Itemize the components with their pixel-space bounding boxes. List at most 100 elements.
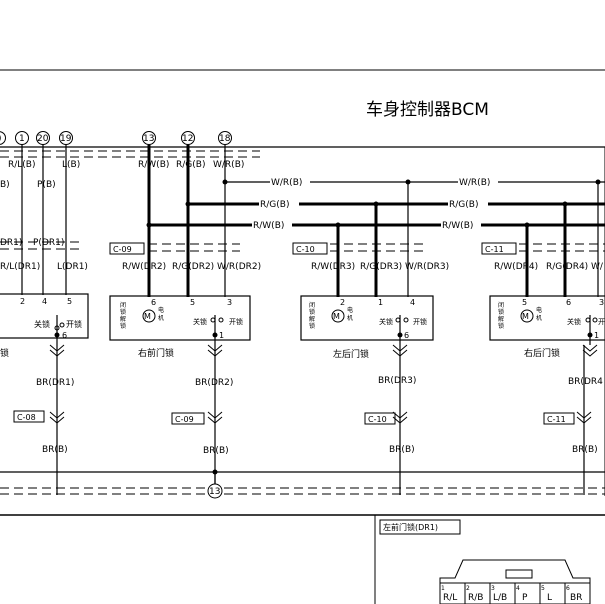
svg-text:开锁: 开锁 bbox=[598, 317, 605, 326]
svg-text:电: 电 bbox=[347, 306, 353, 314]
svg-text:1: 1 bbox=[19, 134, 25, 144]
svg-text:锁: 锁 bbox=[498, 322, 504, 330]
dr1-wire-label-0: R/L(DR1) bbox=[0, 262, 40, 272]
dr1-ground-wire: BR(B) bbox=[42, 445, 68, 455]
wire-label-rw-b: R/W(B) bbox=[138, 160, 169, 170]
svg-text:6: 6 bbox=[62, 331, 67, 340]
svg-text:13: 13 bbox=[143, 134, 154, 144]
svg-text:1: 1 bbox=[441, 585, 445, 592]
svg-text:闭: 闭 bbox=[120, 301, 126, 309]
dr2-connector: C-09 bbox=[113, 245, 132, 254]
svg-text:锁: 锁 bbox=[498, 308, 504, 316]
svg-text:19: 19 bbox=[60, 134, 72, 144]
svg-text:4: 4 bbox=[42, 297, 47, 306]
svg-text:4: 4 bbox=[410, 298, 415, 307]
bcm-pin-partial: ) bbox=[0, 131, 6, 145]
door-lock-unit-3: C-10 R/W(DR3) R/G(DR3) W/R(DR3) 2 1 4 M … bbox=[292, 240, 449, 495]
svg-text:解: 解 bbox=[309, 315, 315, 323]
svg-text:1: 1 bbox=[594, 331, 599, 340]
dr1-wire-label-1: L(DR1) bbox=[57, 262, 88, 272]
svg-text:锁: 锁 bbox=[309, 322, 315, 330]
connector-view-title: 左前门锁(DR1) bbox=[383, 522, 438, 532]
svg-text:闭: 闭 bbox=[309, 301, 315, 309]
dr2-wire-label-0: R/W(DR2) bbox=[122, 262, 166, 272]
svg-text:机: 机 bbox=[158, 314, 164, 322]
svg-text:关锁: 关锁 bbox=[379, 317, 393, 326]
dr1-ground-label: BR(DR1) bbox=[36, 378, 74, 388]
svg-text:4: 4 bbox=[516, 585, 520, 592]
svg-text:5: 5 bbox=[541, 585, 545, 592]
dr3-connector: C-10 bbox=[296, 245, 315, 254]
svg-text:M: M bbox=[333, 312, 340, 321]
svg-text:20: 20 bbox=[37, 134, 49, 144]
svg-text:锁: 锁 bbox=[120, 308, 126, 316]
door-lock-unit-1: DR1) P(DR1) R/L(DR1) L(DR1) 2 4 5 关锁 开锁 … bbox=[0, 230, 89, 495]
dr2-name: 右前门锁 bbox=[138, 347, 174, 359]
svg-text:锁: 锁 bbox=[309, 308, 315, 316]
dr2-ground-wire: BR(B) bbox=[203, 446, 229, 456]
svg-text:2: 2 bbox=[340, 298, 345, 307]
svg-text:5: 5 bbox=[190, 298, 195, 307]
dr3-wire-label-2: W/R(DR3) bbox=[405, 262, 449, 272]
wire-label-p-b: P(B) bbox=[37, 180, 56, 190]
svg-text:6: 6 bbox=[566, 585, 570, 592]
svg-text:机: 机 bbox=[536, 314, 542, 322]
dr1-ground-connector: C-08 bbox=[17, 413, 36, 422]
svg-text:): ) bbox=[0, 134, 2, 144]
dr2-ground-connector: C-09 bbox=[175, 415, 194, 424]
svg-text:开锁: 开锁 bbox=[413, 317, 427, 326]
dr4-wire-label-0: R/W(DR4) bbox=[494, 262, 538, 272]
svg-text:3: 3 bbox=[227, 298, 232, 307]
svg-text:5: 5 bbox=[67, 297, 72, 306]
svg-text:5: 5 bbox=[522, 298, 527, 307]
dr4-ground-connector: C-11 bbox=[547, 415, 566, 424]
dr2-wire-label-2: W/R(DR2) bbox=[217, 262, 261, 272]
svg-text:12: 12 bbox=[182, 134, 193, 144]
bcm-pin-18: 18 bbox=[218, 131, 232, 145]
svg-text:R/L: R/L bbox=[443, 593, 457, 603]
bus-label-rw-1: R/W(B) bbox=[253, 221, 284, 231]
ground-pin-13: 13 bbox=[207, 483, 223, 499]
bcm-pin-20: 20 bbox=[36, 131, 50, 145]
dr3-wire-label-1: R/G(DR3) bbox=[360, 262, 402, 272]
svg-text:2: 2 bbox=[466, 585, 470, 592]
wire-label-l-b: L(B) bbox=[62, 160, 80, 170]
svg-text:电: 电 bbox=[536, 306, 542, 314]
svg-text:13: 13 bbox=[209, 487, 220, 497]
svg-text:开锁: 开锁 bbox=[229, 317, 243, 326]
bus-rw-junction bbox=[146, 222, 152, 228]
svg-text:解: 解 bbox=[120, 315, 126, 323]
svg-text:1: 1 bbox=[219, 331, 224, 340]
connector-view-panel: 左前门锁(DR1) 1 2 3 4 5 6 R/L R/B L/B P L BR bbox=[379, 519, 591, 604]
bcm-title: 车身控制器BCM bbox=[366, 100, 489, 120]
svg-text:解: 解 bbox=[498, 315, 504, 323]
bcm-pin-19: 19 bbox=[59, 131, 73, 145]
svg-text:3: 3 bbox=[599, 298, 604, 307]
bus-rg-junction bbox=[185, 201, 191, 207]
svg-text:闭: 闭 bbox=[498, 301, 504, 309]
dr4-connector: C-11 bbox=[485, 245, 504, 254]
svg-text:6: 6 bbox=[404, 331, 409, 340]
dr1-name: 锁 bbox=[0, 347, 9, 359]
svg-text:M: M bbox=[144, 312, 151, 321]
svg-text:关锁: 关锁 bbox=[567, 317, 581, 326]
bus-label-wr-1: W/R(B) bbox=[271, 178, 302, 188]
dr2-wire-label-1: R/G(DR2) bbox=[172, 262, 214, 272]
svg-text:P: P bbox=[522, 593, 528, 603]
dr3-name: 左后门锁 bbox=[333, 348, 369, 360]
dr2-ground-label: BR(DR2) bbox=[195, 378, 233, 388]
svg-text:1: 1 bbox=[378, 298, 383, 307]
svg-text:机: 机 bbox=[347, 314, 353, 322]
svg-text:开锁: 开锁 bbox=[66, 319, 82, 329]
dr3-ground-connector: C-10 bbox=[368, 415, 387, 424]
bcm-pin-1: 1 bbox=[15, 131, 29, 145]
svg-text:BR: BR bbox=[570, 593, 582, 603]
bus-label-wr-2: W/R(B) bbox=[459, 178, 490, 188]
ground-break-symbols bbox=[49, 344, 598, 424]
bus-label-rg-2: R/G(B) bbox=[449, 200, 478, 210]
dr4-wire-label-2: W/ bbox=[591, 262, 604, 272]
svg-text:6: 6 bbox=[151, 298, 156, 307]
dr3-wire-label-0: R/W(DR3) bbox=[311, 262, 355, 272]
bcm-pin-13: 13 bbox=[142, 131, 156, 145]
dr1-wire-label-3: DR1) bbox=[0, 238, 22, 248]
